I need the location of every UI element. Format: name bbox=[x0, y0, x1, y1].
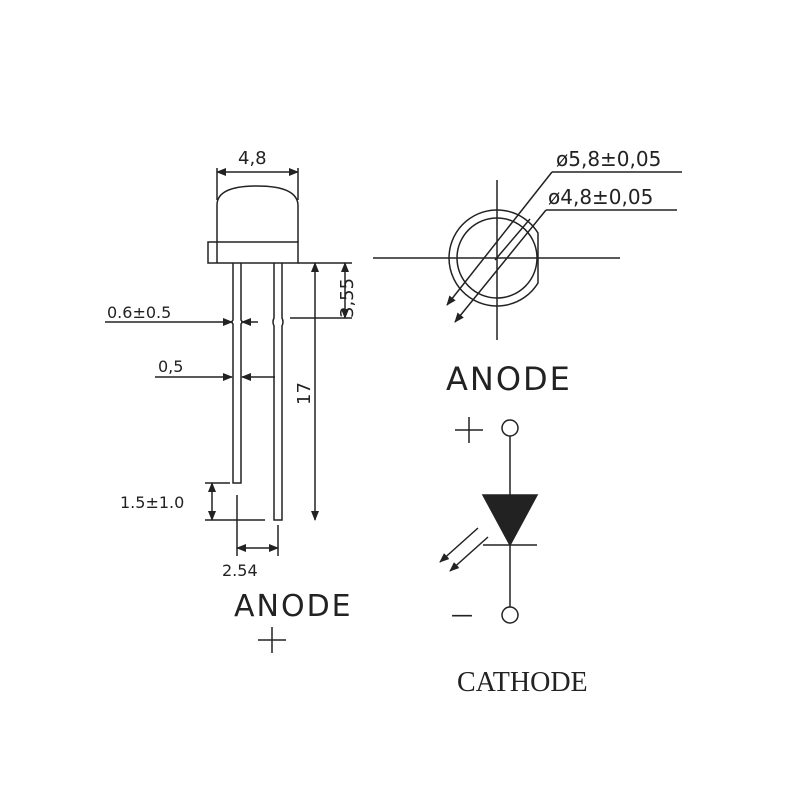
inner-diameter-label: ø4,8±0,05 bbox=[548, 185, 653, 209]
diode-symbol bbox=[439, 417, 539, 624]
plus-icon bbox=[455, 417, 483, 443]
dim-length-label: 17 bbox=[294, 382, 315, 405]
dim-pitch-label: 2.54 bbox=[222, 561, 258, 580]
anode-plus-icon bbox=[258, 627, 286, 653]
led-leads bbox=[231, 263, 284, 521]
dim-vertical bbox=[290, 262, 352, 521]
led-body bbox=[207, 185, 299, 264]
symbol-anode-label: ANODE bbox=[446, 360, 572, 398]
anode-label: ANODE bbox=[234, 589, 353, 624]
dim-thickness-label: 0.6±0.5 bbox=[107, 303, 171, 322]
dim-lead-width-label: 0,5 bbox=[158, 357, 183, 376]
dim-lead-offset bbox=[205, 482, 265, 521]
anode-terminal-icon bbox=[501, 419, 519, 437]
outer-diameter-label: ø5,8±0,05 bbox=[556, 147, 661, 171]
led-top-view bbox=[373, 171, 682, 340]
light-emission-arrow-icon bbox=[449, 536, 489, 572]
cathode-label: CATHODE bbox=[457, 667, 588, 698]
minus-sign: — bbox=[451, 603, 473, 628]
light-emission-arrow-icon bbox=[439, 527, 479, 563]
dim-width-label: 4,8 bbox=[238, 148, 267, 169]
dim-flange-label: 3,55 bbox=[337, 278, 358, 318]
cathode-terminal-icon bbox=[501, 606, 519, 624]
dim-offset-label: 1.5±1.0 bbox=[120, 493, 184, 512]
dim-width bbox=[216, 168, 299, 200]
dim-pitch bbox=[236, 495, 279, 556]
